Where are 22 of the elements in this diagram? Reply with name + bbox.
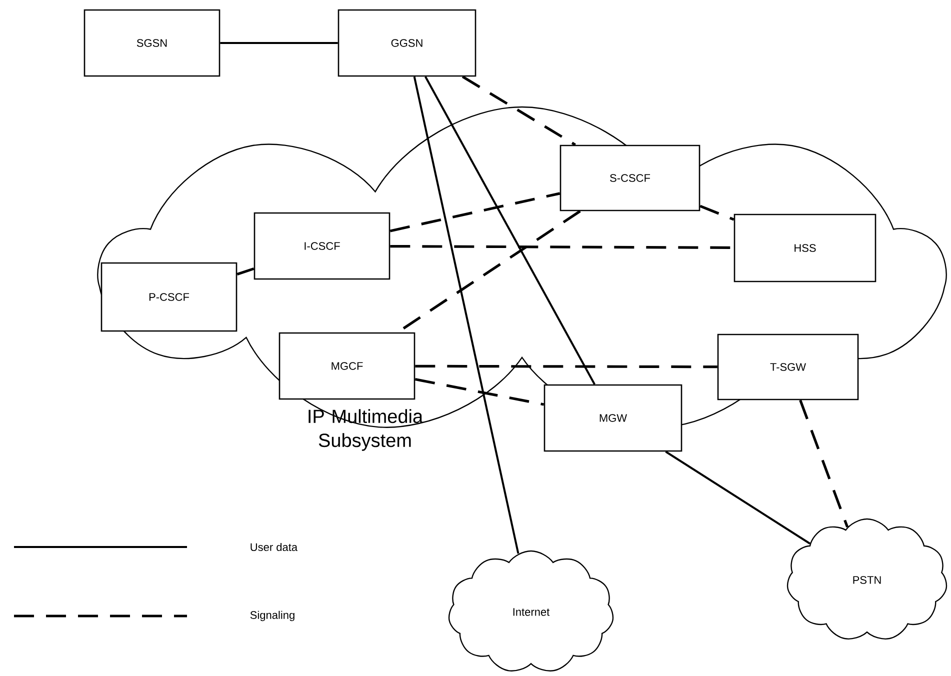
signaling-line <box>700 204 734 221</box>
signaling-line <box>462 76 576 146</box>
cloud-label: IP Multimedia Subsystem <box>308 409 424 451</box>
process-box: S-CSCF <box>560 144 700 212</box>
process-box: I-CSCF <box>254 212 390 280</box>
legend-text: Signaling <box>250 610 294 622</box>
data-line <box>413 76 520 554</box>
legend-text: User data <box>250 542 298 552</box>
signaling-line <box>415 364 718 368</box>
process-box: SGSN <box>84 9 220 77</box>
process-box: HSS <box>734 214 876 282</box>
signaling-line <box>390 192 560 232</box>
data-line <box>424 76 596 385</box>
process-box: GGSN <box>338 9 476 77</box>
signaling-line <box>414 378 544 406</box>
signaling-line <box>236 267 254 276</box>
process-box: T-SGW <box>717 334 859 400</box>
data-line <box>665 450 810 544</box>
process-box: MGW <box>544 384 682 452</box>
process-box: MGCF <box>278 332 416 400</box>
process-box: P-CSCF <box>100 262 238 332</box>
data-line <box>220 42 338 44</box>
